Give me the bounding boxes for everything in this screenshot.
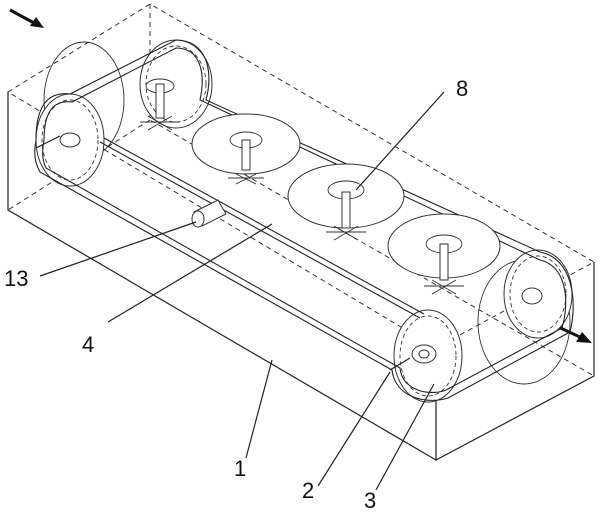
spindle-back xyxy=(140,78,180,131)
leader-lines xyxy=(39,91,445,491)
arrow-in xyxy=(9,8,44,28)
leader-2 xyxy=(317,371,391,487)
disc-2 xyxy=(287,163,405,241)
sprocket-left-front xyxy=(35,93,105,187)
leader-4 xyxy=(107,223,273,323)
housing-hidden-edges xyxy=(149,4,595,377)
callout-2: 2 xyxy=(302,478,314,503)
housing-top-face xyxy=(7,3,596,349)
left-shaft xyxy=(35,135,61,149)
callout-3: 3 xyxy=(364,488,376,513)
callout-8: 8 xyxy=(456,76,468,101)
leader-1 xyxy=(245,359,273,459)
sprocket-right-back xyxy=(503,249,573,339)
disc-1 xyxy=(191,113,301,185)
callout-4: 4 xyxy=(82,332,94,357)
disc-3 xyxy=(387,213,501,295)
leader-8 xyxy=(355,91,445,191)
leader-13 xyxy=(39,221,197,277)
conveyor-belt xyxy=(34,39,574,401)
housing-box xyxy=(7,3,596,462)
housing-right-face xyxy=(435,262,595,461)
leader-3 xyxy=(375,383,435,491)
callout-1: 1 xyxy=(234,456,246,481)
sprocket-right-front xyxy=(393,309,463,403)
callout-13: 13 xyxy=(4,266,28,291)
housing-front-face xyxy=(7,92,437,462)
right-shaft xyxy=(389,357,411,371)
sensor-13 xyxy=(191,199,227,228)
